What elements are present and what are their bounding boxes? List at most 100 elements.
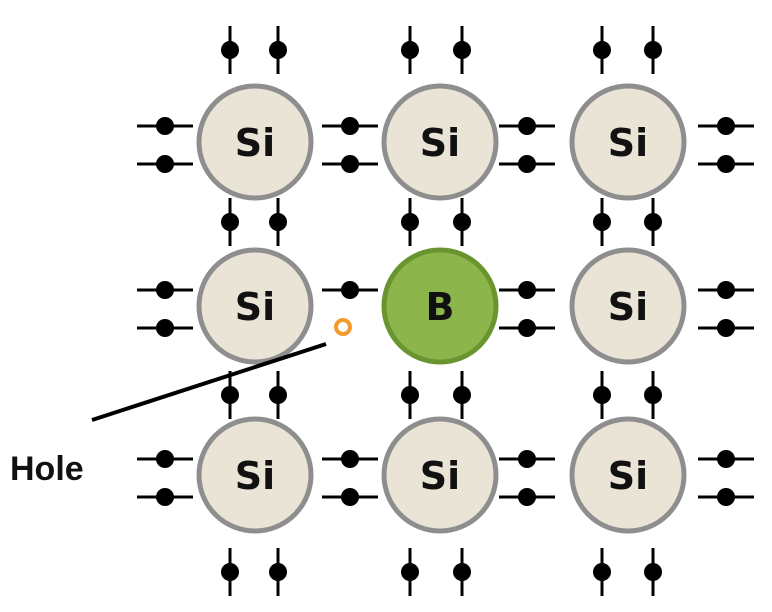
electron	[401, 198, 419, 246]
electron	[698, 117, 754, 135]
electron	[593, 371, 611, 419]
atom-label: Si	[608, 454, 648, 498]
electron	[499, 488, 555, 506]
electron	[453, 26, 471, 74]
electron-dot	[644, 213, 662, 231]
electron-dot	[401, 386, 419, 404]
electron-dot	[221, 213, 239, 231]
electron-dot	[221, 41, 239, 59]
electron-dot	[269, 41, 287, 59]
electron	[593, 548, 611, 596]
electron	[401, 371, 419, 419]
electron	[401, 26, 419, 74]
electron-dot	[269, 563, 287, 581]
electron	[698, 319, 754, 337]
electron	[269, 26, 287, 74]
electron-dot	[593, 41, 611, 59]
electron	[499, 281, 555, 299]
electron-dot	[717, 117, 735, 135]
electron-bonds	[137, 26, 754, 596]
silicon-atom	[196, 247, 314, 365]
atom-label: Si	[235, 285, 275, 329]
electron	[221, 371, 239, 419]
electron-dot	[269, 386, 287, 404]
electron-dot	[717, 281, 735, 299]
electron-dot	[593, 213, 611, 231]
electron	[698, 155, 754, 173]
electron	[644, 26, 662, 74]
electron	[499, 117, 555, 135]
electron-dot	[518, 117, 536, 135]
electron-dot	[644, 41, 662, 59]
electron-dot	[518, 488, 536, 506]
electron-dot	[221, 563, 239, 581]
silicon-atom	[381, 416, 499, 534]
electron	[221, 548, 239, 596]
hole-marker	[334, 318, 352, 336]
electron	[453, 548, 471, 596]
electron	[698, 488, 754, 506]
electron	[698, 450, 754, 468]
electron-dot	[341, 155, 359, 173]
electron-dot	[341, 281, 359, 299]
silicon-atom	[569, 247, 687, 365]
electron	[221, 26, 239, 74]
electron-dot	[156, 488, 174, 506]
electron-dot	[341, 488, 359, 506]
electron-dot	[453, 213, 471, 231]
electron	[644, 371, 662, 419]
electron	[593, 198, 611, 246]
electron	[269, 371, 287, 419]
electron-dot	[401, 563, 419, 581]
electron-dot	[518, 450, 536, 468]
electron	[137, 319, 193, 337]
electron	[453, 198, 471, 246]
electron-dot	[518, 155, 536, 173]
electron	[137, 488, 193, 506]
electron-dot	[644, 386, 662, 404]
electron-dot	[717, 450, 735, 468]
silicon-atom	[381, 83, 499, 201]
electron-dot	[401, 213, 419, 231]
electron	[593, 26, 611, 74]
atom-label: Si	[235, 454, 275, 498]
electron	[322, 450, 378, 468]
electron	[698, 281, 754, 299]
boron-atom	[381, 247, 499, 365]
electron	[499, 319, 555, 337]
silicon-atom	[569, 416, 687, 534]
silicon-atom	[196, 416, 314, 534]
atom-label: Si	[420, 121, 460, 165]
electron-dot	[269, 213, 287, 231]
silicon-atom	[569, 83, 687, 201]
electron	[322, 155, 378, 173]
electron	[269, 548, 287, 596]
electron-dot	[341, 117, 359, 135]
electron-dot	[644, 563, 662, 581]
atom-label: Si	[608, 285, 648, 329]
electron-dot	[156, 155, 174, 173]
electron-dot	[156, 319, 174, 337]
electron	[644, 548, 662, 596]
electron-dot	[156, 450, 174, 468]
electron	[499, 155, 555, 173]
atom-label: Si	[608, 121, 648, 165]
electron-dot	[156, 281, 174, 299]
electron-dot	[401, 41, 419, 59]
electron	[137, 450, 193, 468]
electron-dot	[518, 281, 536, 299]
electron	[499, 450, 555, 468]
electron-dot	[717, 488, 735, 506]
electron-dot	[717, 319, 735, 337]
electron-dot	[717, 155, 735, 173]
silicon-atom	[196, 83, 314, 201]
electron	[453, 371, 471, 419]
electron	[322, 117, 378, 135]
hole-label: Hole	[10, 450, 84, 488]
electron-dot	[593, 563, 611, 581]
electron-dot	[341, 450, 359, 468]
electron-dot	[221, 386, 239, 404]
electron-dot	[156, 117, 174, 135]
